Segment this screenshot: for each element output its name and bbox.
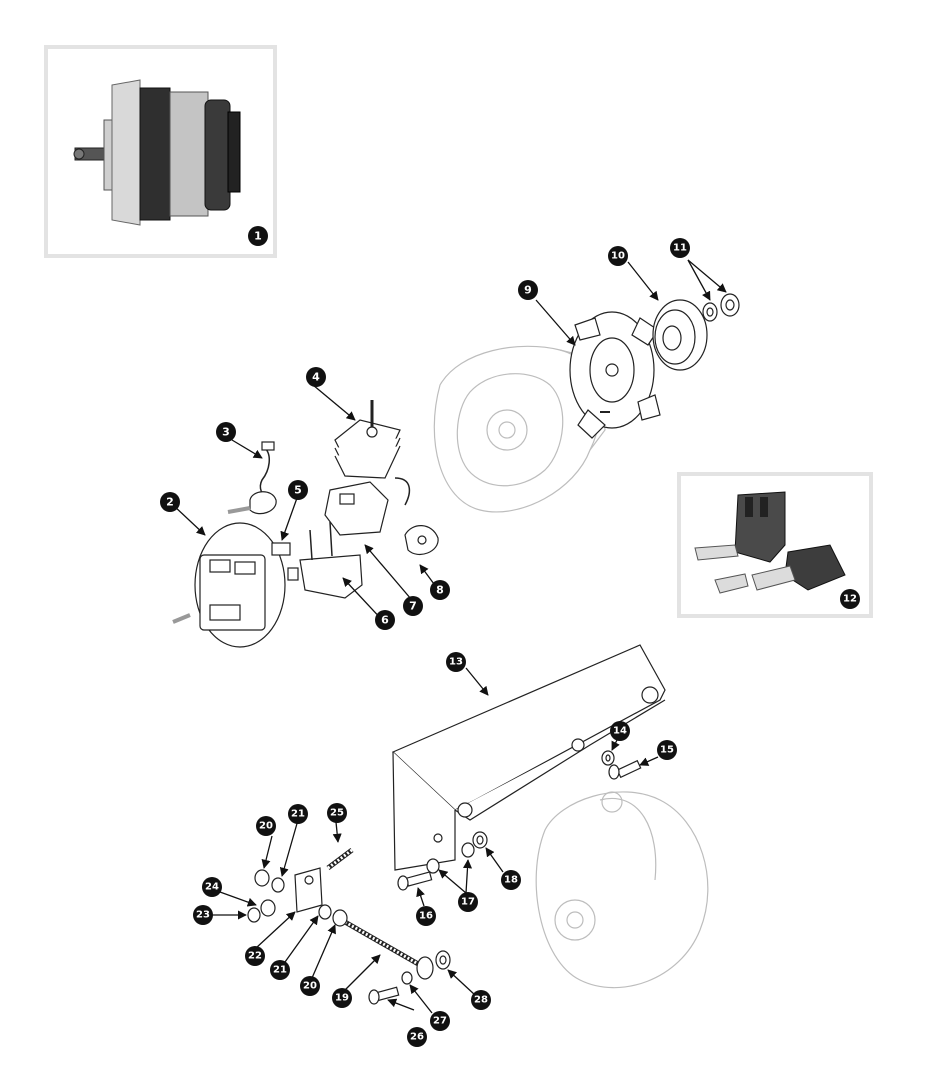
svg-text:4: 4 [312, 371, 320, 384]
svg-text:10: 10 [611, 251, 625, 262]
svg-text:23: 23 [196, 910, 210, 921]
callout-17: 17 [458, 892, 478, 912]
bracket-bolt-upper [608, 759, 642, 780]
adjuster-bushes [247, 869, 348, 927]
small-washer [601, 750, 615, 766]
svg-text:19: 19 [335, 993, 349, 1004]
bracket-nut [472, 831, 488, 849]
callout-26: 26 [407, 1027, 427, 1047]
callout-13: 13 [446, 652, 466, 672]
callout-18: 18 [501, 870, 521, 890]
rear-end-cover [172, 522, 286, 648]
callout-4: 4 [306, 367, 326, 387]
svg-text:21: 21 [291, 809, 305, 820]
adjusting-rod [343, 919, 434, 980]
svg-text:14: 14 [613, 726, 627, 737]
callout-7: 7 [403, 596, 423, 616]
svg-text:5: 5 [294, 484, 302, 497]
svg-text:21: 21 [273, 965, 287, 976]
callout-22: 22 [245, 946, 265, 966]
callout-15: 15 [657, 740, 677, 760]
callout-21-lower: 21 [270, 960, 290, 980]
svg-text:7: 7 [409, 600, 417, 613]
callout-27: 27 [430, 1011, 450, 1031]
adjuster-bolt [368, 986, 400, 1005]
callout-24: 24 [202, 877, 222, 897]
alternator-assembly-image [73, 79, 241, 226]
svg-text:13: 13 [449, 657, 463, 668]
drive-pulley [652, 299, 708, 371]
callout-3: 3 [216, 422, 236, 442]
connector-kit-image [694, 491, 846, 594]
alternator-photo-frame [44, 45, 277, 258]
svg-text:12: 12 [843, 594, 857, 605]
svg-text:16: 16 [419, 911, 433, 922]
svg-text:9: 9 [524, 284, 532, 297]
rectifier-pack [334, 400, 401, 479]
threaded-stud [326, 848, 354, 870]
cooling-fan [569, 311, 661, 439]
mounting-bracket [391, 644, 666, 871]
svg-text:17: 17 [461, 897, 475, 908]
callout-2: 2 [160, 492, 180, 512]
svg-text:20: 20 [259, 821, 273, 832]
voltage-regulator [324, 477, 411, 536]
svg-text:2: 2 [166, 496, 174, 509]
svg-text:28: 28 [474, 995, 488, 1006]
terminal-bracket [299, 521, 363, 599]
callout-16: 16 [416, 906, 436, 926]
callout-11: 11 [670, 238, 690, 258]
callout-25: 25 [327, 803, 347, 823]
svg-text:1: 1 [254, 230, 262, 243]
svg-text:3: 3 [222, 426, 230, 439]
ghost-alternator-lower [535, 791, 709, 989]
callout-21-upper: 21 [288, 804, 308, 824]
svg-text:26: 26 [410, 1032, 424, 1043]
svg-text:6: 6 [381, 614, 389, 627]
connector-kit-frame [677, 472, 873, 618]
brush-holder-bracket [271, 542, 299, 581]
callout-9: 9 [518, 280, 538, 300]
callout-12: 12 [840, 589, 860, 609]
callout-8: 8 [430, 580, 450, 600]
svg-text:25: 25 [330, 808, 344, 819]
callout-6: 6 [375, 610, 395, 630]
regulator-lead-clip [404, 525, 439, 555]
callout-20-upper: 20 [256, 816, 276, 836]
pulley-washer-and-nut [702, 293, 740, 322]
svg-text:15: 15 [660, 745, 674, 756]
callout-19: 19 [332, 988, 352, 1008]
svg-text:8: 8 [436, 584, 444, 597]
callout-10: 10 [608, 246, 628, 266]
plain-washer [426, 842, 475, 874]
callouts: 1 2 3 4 5 6 7 8 9 10 11 12 13 14 15 16 1… [160, 226, 860, 1047]
callout-1: 1 [248, 226, 268, 246]
svg-text:24: 24 [205, 882, 219, 893]
svg-text:11: 11 [673, 243, 687, 254]
callout-23: 23 [193, 905, 213, 925]
svg-text:22: 22 [248, 951, 262, 962]
suppression-capacitor [227, 441, 277, 515]
callout-14: 14 [610, 721, 630, 741]
callout-28: 28 [471, 990, 491, 1010]
svg-text:20: 20 [303, 981, 317, 992]
adjuster-washer-and-nut [401, 950, 451, 985]
svg-text:18: 18 [504, 875, 518, 886]
callout-5: 5 [288, 480, 308, 500]
leader-arrows [172, 259, 727, 1014]
svg-text:27: 27 [433, 1016, 447, 1027]
bracket-bolt-lower [397, 871, 433, 891]
callout-20-lower: 20 [300, 976, 320, 996]
adjuster-block [294, 867, 323, 913]
